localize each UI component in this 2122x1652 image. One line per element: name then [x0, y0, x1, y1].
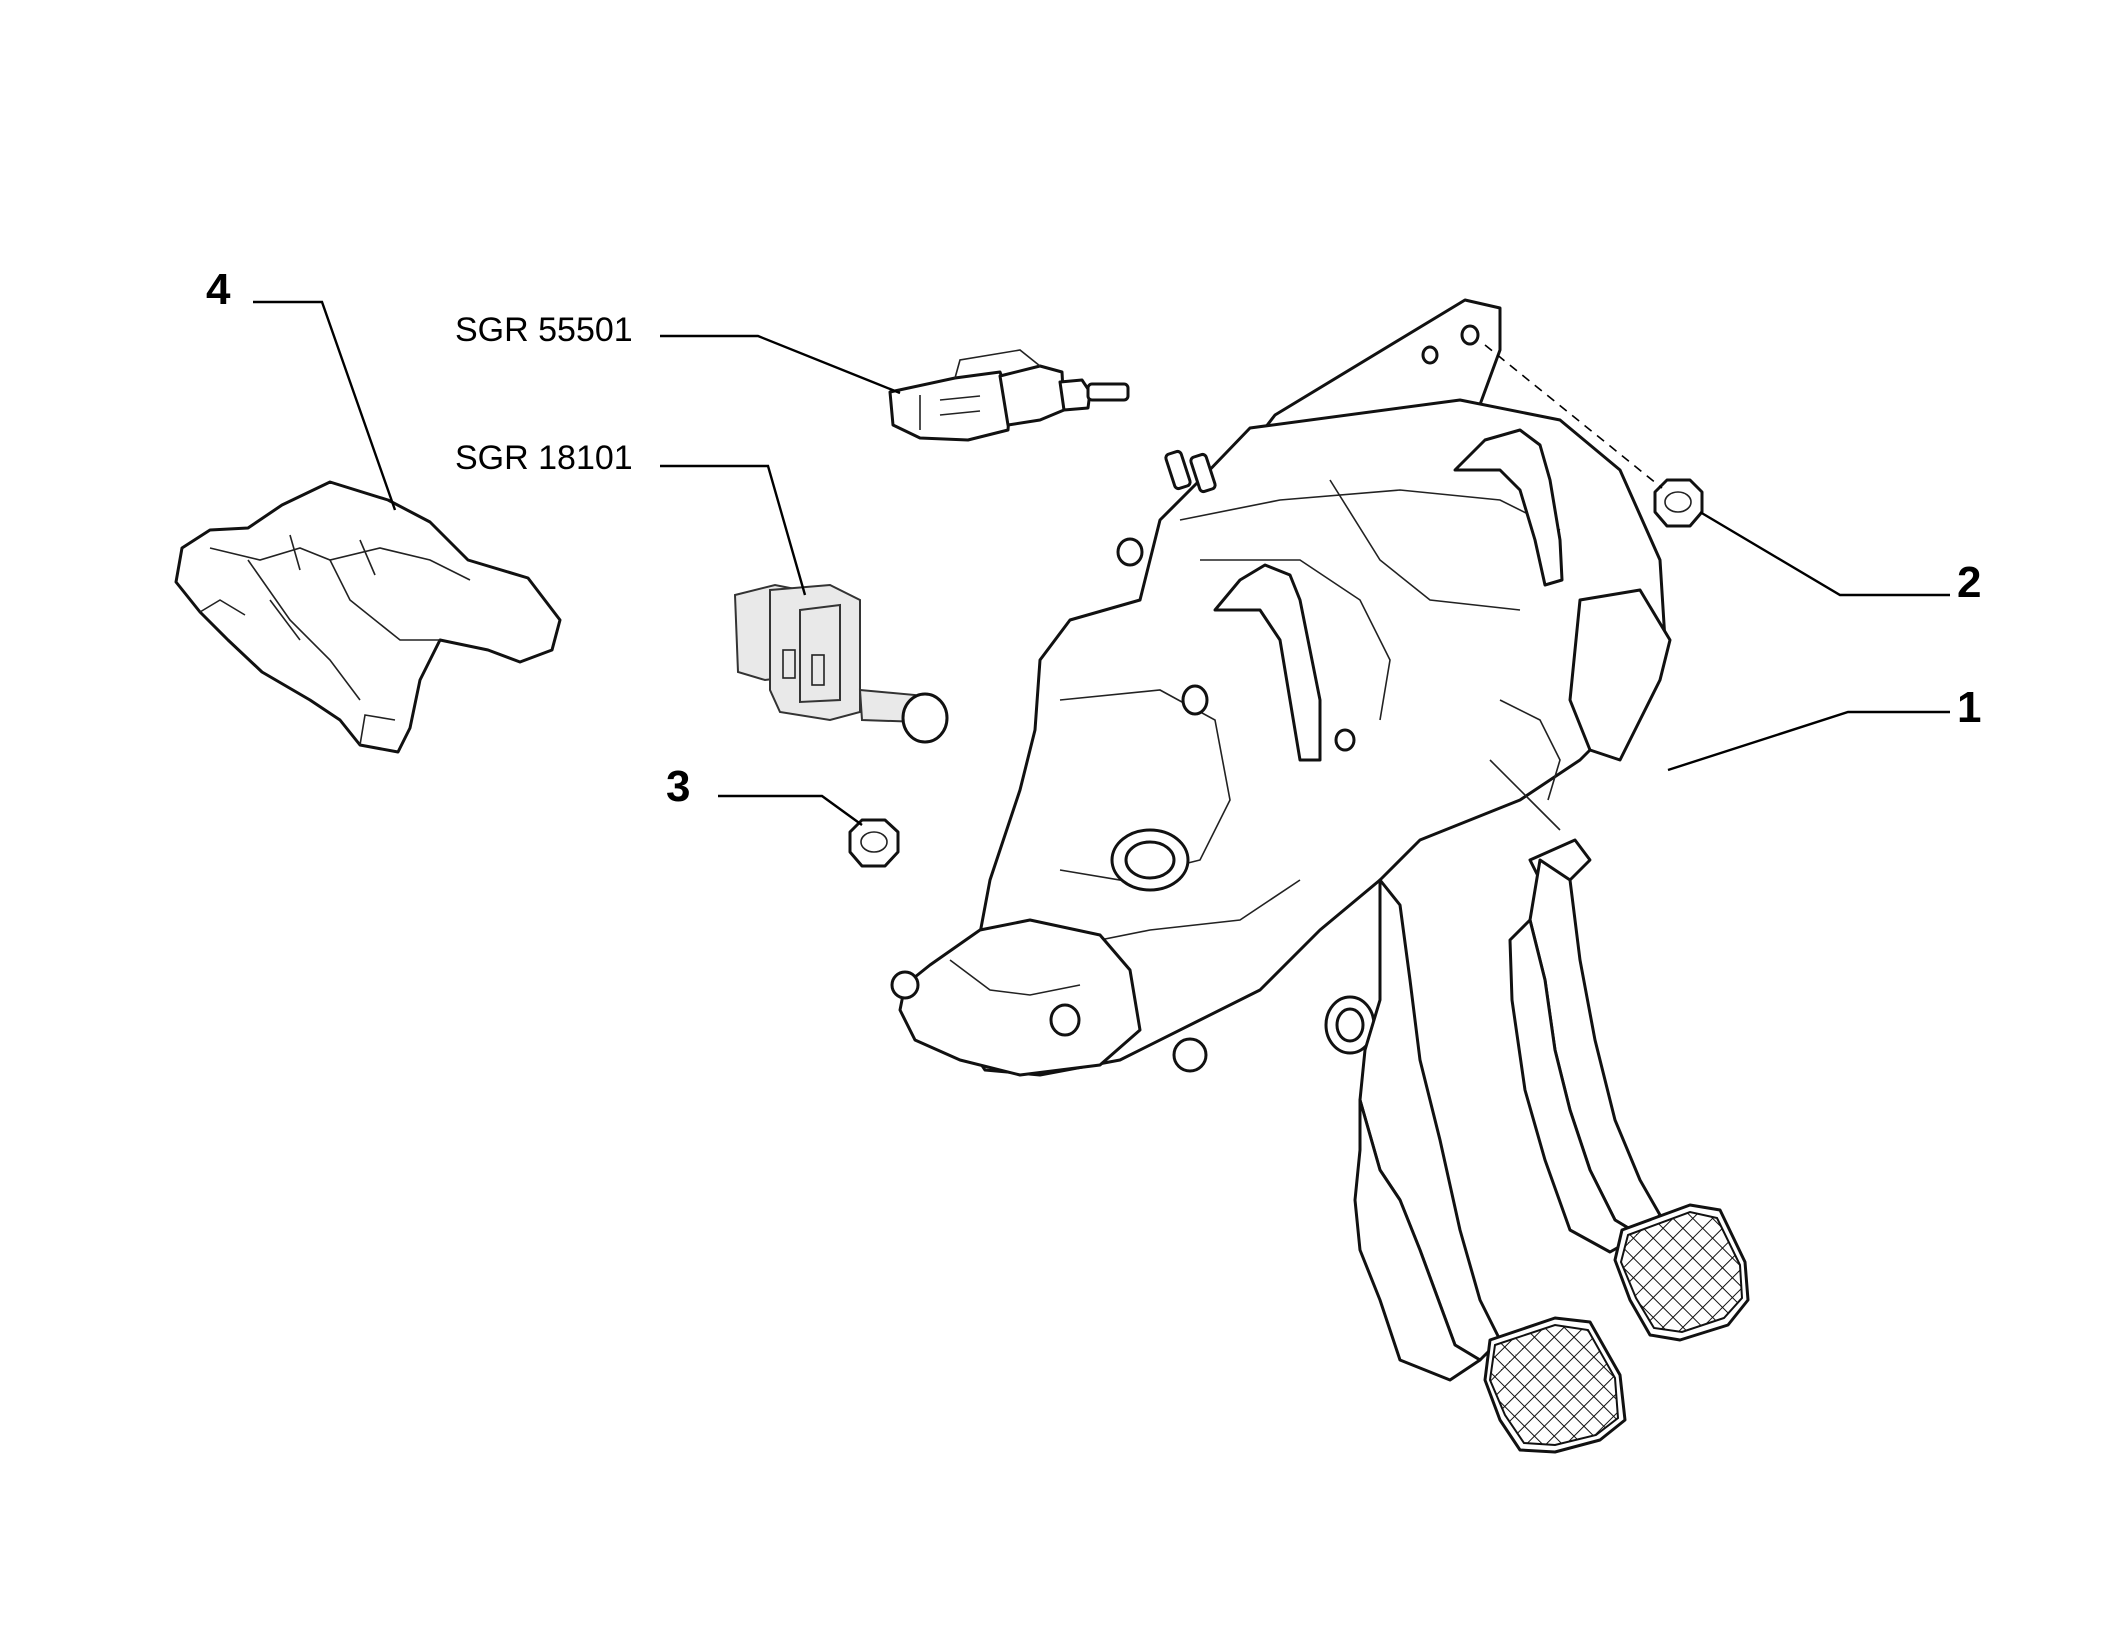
pedal-box-assembly-icon	[890, 298, 1750, 1454]
nut-icon	[1653, 478, 1704, 528]
ref-sgr-55501: SGR 55501	[455, 311, 633, 349]
bracket-cover-icon	[174, 480, 562, 754]
stop-light-switch-icon	[733, 583, 949, 744]
leader-line-sgr55501	[660, 334, 901, 395]
leader-line-sgr18101	[660, 464, 807, 596]
leader-line-2	[1699, 510, 1950, 597]
nut-icon	[848, 818, 900, 868]
assembly-dash-line	[1484, 344, 1663, 489]
callout-4: 4	[206, 265, 231, 314]
ref-sgr-18101: SGR 18101	[455, 439, 633, 477]
leader-line-3	[718, 794, 863, 826]
pedal-switch-icon	[888, 349, 1130, 442]
leader-line-1	[1667, 710, 1950, 772]
callout-2: 2	[1957, 558, 1981, 607]
leader-line-4	[253, 300, 397, 511]
callout-3: 3	[666, 762, 690, 811]
callout-1: 1	[1957, 683, 1981, 732]
